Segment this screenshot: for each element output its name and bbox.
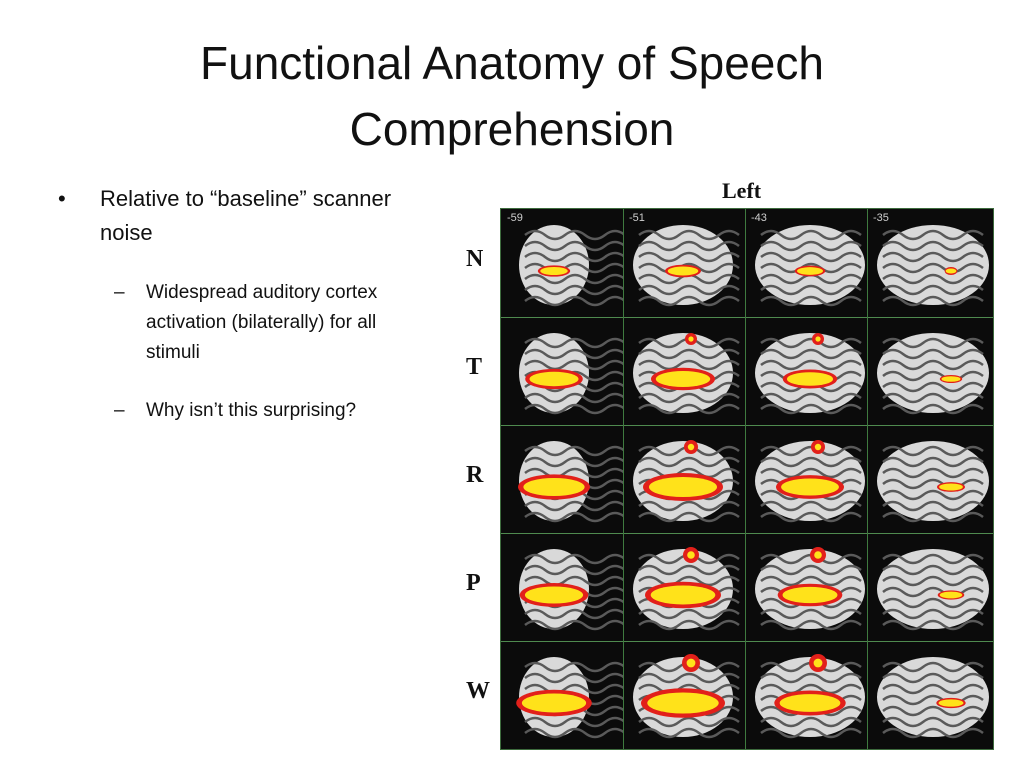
sub-bullet-line: Widespread auditory cortex xyxy=(146,282,378,303)
sub-bullet-line: stimuli xyxy=(146,342,200,363)
brain-slice xyxy=(755,654,865,739)
slice-coord-label: -51 xyxy=(629,212,645,224)
slice-coord-label: -43 xyxy=(751,212,767,224)
brain-slice xyxy=(519,225,623,307)
slice-coord-label: -35 xyxy=(873,212,889,224)
row-label-r: R xyxy=(466,462,484,488)
row-label-w: W xyxy=(466,678,490,704)
brain-slice xyxy=(755,333,865,415)
grid-line xyxy=(501,317,993,318)
brain-slice xyxy=(633,547,740,631)
sub-bullet-item-1: – Widespread auditory cortex activation … xyxy=(58,278,438,368)
grid-line xyxy=(501,425,993,426)
brain-slice xyxy=(755,440,865,523)
sub-bullet-item-2: – Why isn’t this surprising? xyxy=(58,396,438,426)
brain-slice xyxy=(633,225,740,307)
brain-slice xyxy=(519,333,623,415)
bullet-line: noise xyxy=(100,220,153,245)
bullet-line: Relative to “baseline” scanner xyxy=(100,186,392,211)
brain-slice xyxy=(633,333,740,415)
bullet-item-1: • Relative to “baseline” scanner noise xyxy=(58,182,438,250)
grid-line xyxy=(623,209,624,749)
slide-title-line-1: Functional Anatomy of Speech xyxy=(200,37,824,89)
brain-slice xyxy=(516,657,623,739)
brain-slice xyxy=(755,225,865,307)
brain-slice xyxy=(877,441,989,523)
brain-slice xyxy=(755,547,865,631)
brain-slice xyxy=(633,654,740,739)
brain-activation-figure: Left -59 -51 -43 -35 N T R P W xyxy=(460,178,1000,753)
slide-title-line-2: Comprehension xyxy=(349,103,675,155)
row-label-t: T xyxy=(466,354,483,380)
brain-slice xyxy=(877,225,989,307)
brain-slice xyxy=(633,440,740,523)
sub-bullet-line: Why isn’t this surprising? xyxy=(146,400,357,421)
brain-slice xyxy=(519,549,623,631)
sub-bullet-line: activation (bilaterally) for all xyxy=(146,312,377,333)
grid-line xyxy=(501,533,993,534)
slide-title: Functional Anatomy of Speech Comprehensi… xyxy=(0,30,1024,162)
brain-slice-grid: -59 -51 -43 -35 xyxy=(500,208,994,750)
bullet-list: • Relative to “baseline” scanner noise –… xyxy=(58,182,438,482)
row-label-p: P xyxy=(466,570,481,596)
bullet-marker: • xyxy=(58,186,66,211)
sub-bullet-marker: – xyxy=(114,400,125,421)
brain-slice xyxy=(518,441,623,523)
brain-slice xyxy=(877,549,989,631)
brain-slice xyxy=(877,657,989,739)
row-label-n: N xyxy=(466,246,484,272)
grid-line xyxy=(501,641,993,642)
grid-line xyxy=(867,209,868,749)
hemisphere-label: Left xyxy=(722,178,762,203)
slice-coord-label: -59 xyxy=(507,212,523,224)
grid-line xyxy=(745,209,746,749)
brain-slice xyxy=(877,333,989,415)
sub-bullet-marker: – xyxy=(114,282,125,303)
